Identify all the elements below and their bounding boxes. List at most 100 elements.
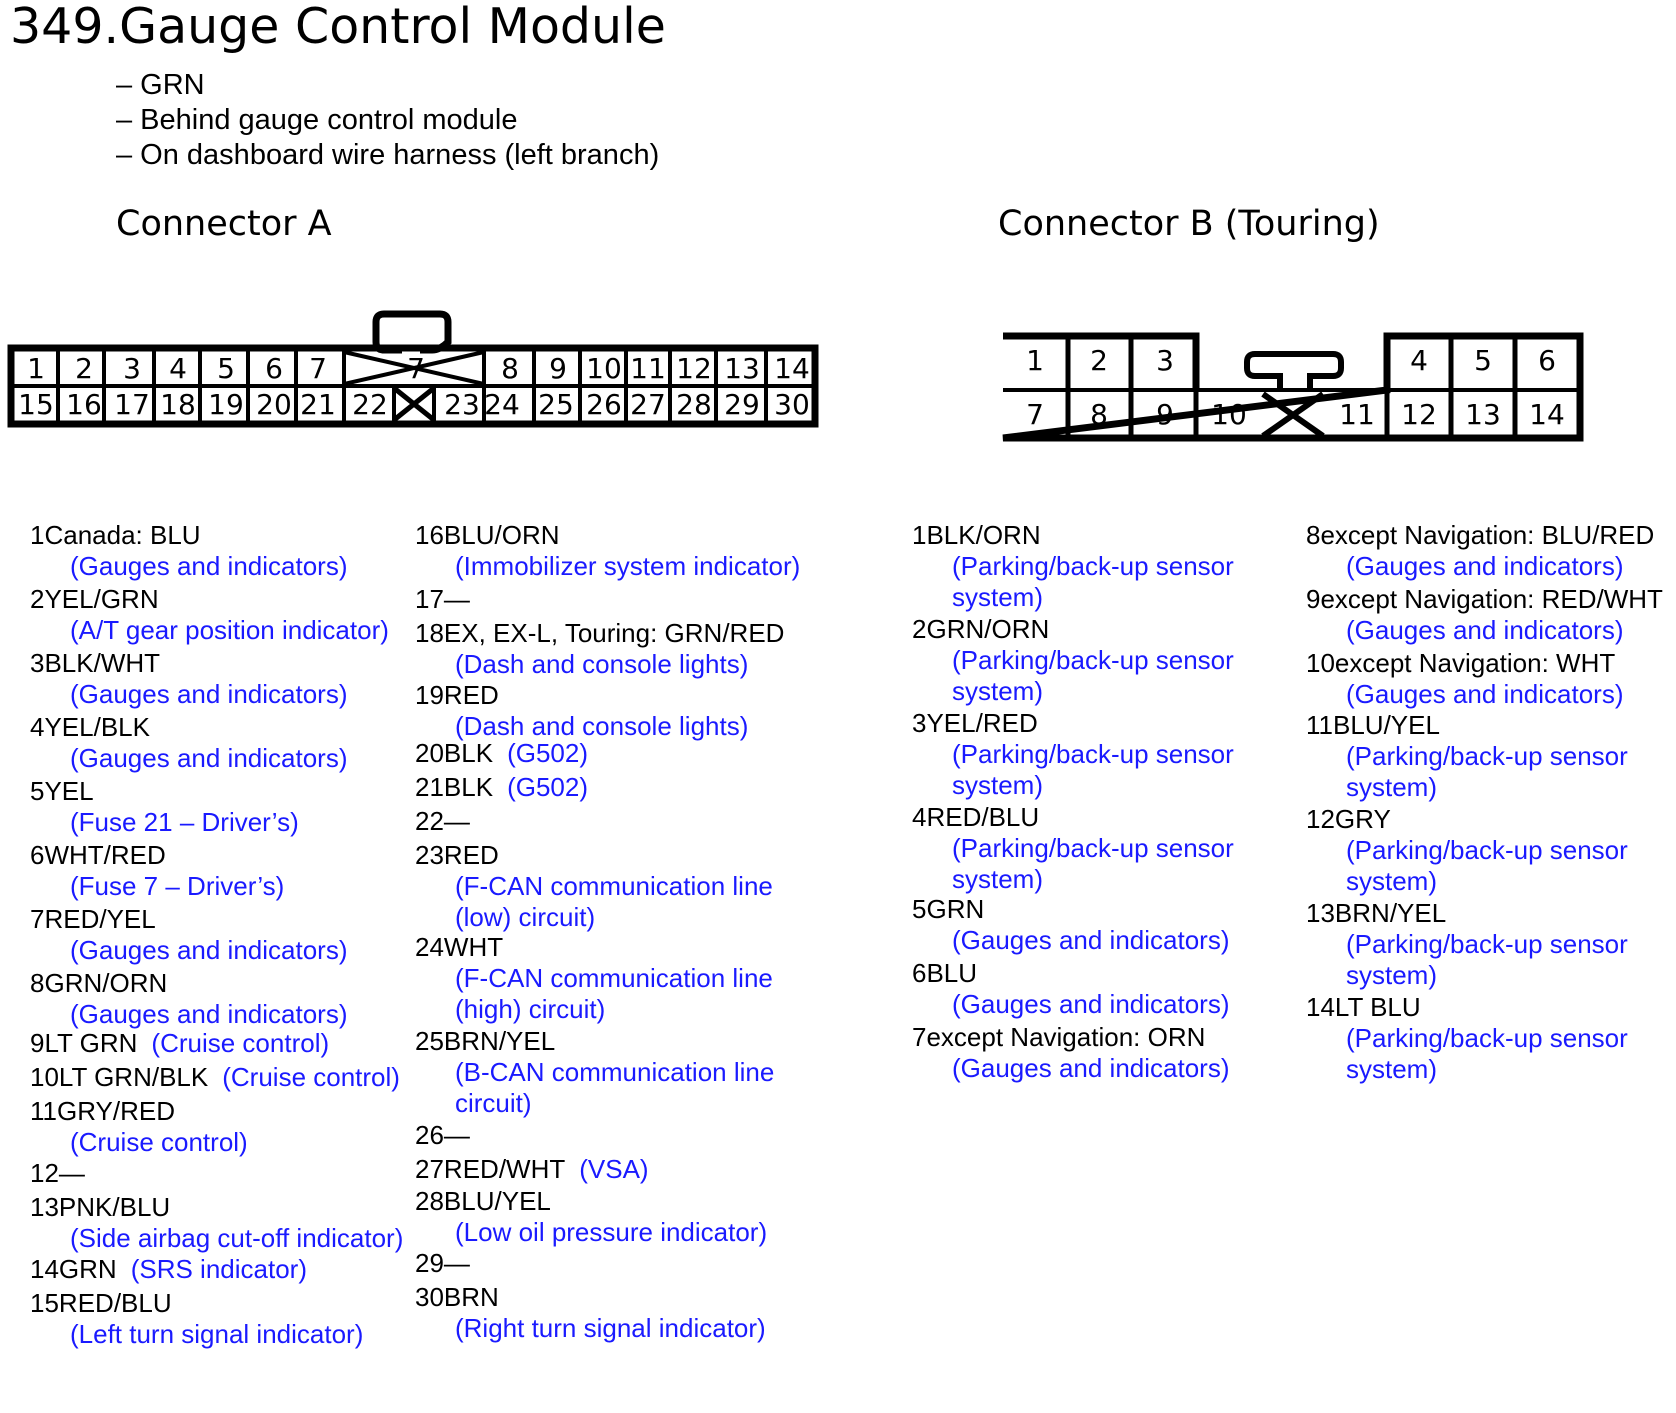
- circuit-description: (Left turn signal indicator): [70, 1319, 364, 1349]
- pin-number-a: 15: [18, 388, 54, 421]
- circuit-description: (Gauges and indicators): [70, 999, 348, 1029]
- pin-number-a: 7: [407, 352, 425, 385]
- pin-wire-line: 2GRN/ORN: [912, 614, 1332, 645]
- circuit-description: (VSA): [579, 1154, 649, 1184]
- wire-color: RED/YEL: [44, 904, 156, 934]
- pin-wire-line: 24WHT: [415, 932, 835, 963]
- wire-color: GRY: [1334, 804, 1391, 834]
- wire-color: Canada: BLU: [44, 520, 201, 550]
- pin-wire-line: 5GRN: [912, 894, 1332, 925]
- pin-number: 3: [912, 708, 927, 738]
- pin-number: 6: [30, 840, 45, 870]
- wire-color: except Navigation: RED/WHT: [1320, 584, 1663, 614]
- pin-wire-line: 20BLK(G502): [415, 738, 835, 769]
- pin-entry: 22—: [415, 806, 835, 837]
- wire-color: BRN/YEL: [443, 1026, 556, 1056]
- pin-entry: 14LT BLU(Parking/back-up sensor system): [1306, 992, 1676, 1085]
- circuit-description: (G502): [507, 772, 588, 802]
- wire-color: BLU: [926, 958, 978, 988]
- circuit-description: (G502): [507, 738, 588, 768]
- pin-wire-line: 28BLU/YEL: [415, 1186, 835, 1217]
- circuit-description: (Gauges and indicators): [1346, 551, 1624, 581]
- pin-entry: 10except Navigation: WHT(Gauges and indi…: [1306, 648, 1676, 710]
- pin-number-a: 12: [676, 352, 712, 385]
- circuit-description: (SRS indicator): [130, 1254, 307, 1284]
- circuit-description: (Gauges and indicators): [70, 743, 348, 773]
- pin-number-a: 13: [724, 352, 760, 385]
- pin-number: 4: [912, 802, 927, 832]
- circuit-description: (Gauges and indicators): [952, 925, 1230, 955]
- pin-wire-line: 22—: [415, 806, 835, 837]
- circuit-description: (Gauges and indicators): [952, 989, 1230, 1019]
- circuit-description: (Cruise control): [151, 1028, 330, 1058]
- wire-color: BLK: [443, 738, 494, 768]
- pin-entry: 30BRN(Right turn signal indicator): [415, 1282, 835, 1344]
- pin-wire-line: 17—: [415, 584, 835, 615]
- pin-number-a: 24: [484, 388, 520, 421]
- pin-number-a: 29: [724, 388, 760, 421]
- page-title: 349.Gauge Control Module: [10, 0, 666, 55]
- pin-number: 13: [30, 1192, 59, 1222]
- wire-color: RED: [443, 840, 499, 870]
- pin-entry: 24WHT(F-CAN communication line (high) ci…: [415, 932, 835, 1025]
- pin-entry: 14GRN(SRS indicator): [30, 1254, 450, 1285]
- circuit-description: (Gauges and indicators): [70, 935, 348, 965]
- pin-number: 22: [415, 806, 444, 836]
- circuit-description: (A/T gear position indicator): [70, 615, 389, 645]
- pin-number-a: 7: [309, 352, 327, 385]
- pin-wire-line: 13PNK/BLU: [30, 1192, 450, 1223]
- pin-wire-line: 12—: [30, 1158, 450, 1189]
- pin-number: 13: [1306, 898, 1335, 928]
- pin-entry: 12GRY(Parking/back-up sensor system): [1306, 804, 1676, 897]
- circuit-description: (Parking/back-up sensor system): [952, 833, 1234, 894]
- pin-number-a: 3: [123, 352, 141, 385]
- pin-number-a: 17: [114, 388, 150, 421]
- wire-color: BLU/YEL: [443, 1186, 551, 1216]
- wire-color: except Navigation: WHT: [1334, 648, 1616, 678]
- pin-number: 2: [30, 584, 45, 614]
- pin-entry: 2YEL/GRN(A/T gear position indicator): [30, 584, 450, 646]
- pin-entry: 12—: [30, 1158, 450, 1189]
- connector-b-title: Connector B (Touring): [998, 204, 1380, 244]
- pin-number: 4: [30, 712, 45, 742]
- circuit-description: (Gauges and indicators): [70, 679, 348, 709]
- pin-wire-line: 7RED/YEL: [30, 904, 450, 935]
- pin-entry: 1Canada: BLU(Gauges and indicators): [30, 520, 450, 582]
- pin-number-a: 30: [774, 388, 810, 421]
- pin-number: 17: [415, 584, 444, 614]
- pin-wire-line: 25BRN/YEL: [415, 1026, 835, 1057]
- wire-color: RED/BLU: [926, 802, 1040, 832]
- pin-number: 26: [415, 1120, 444, 1150]
- pin-entry: 25BRN/YEL(B-CAN communication line circu…: [415, 1026, 835, 1119]
- pin-entry: 27RED/WHT(VSA): [415, 1154, 835, 1185]
- pin-number: 8: [1306, 520, 1321, 550]
- pin-number: 12: [1306, 804, 1335, 834]
- pin-entry: 4RED/BLU(Parking/back-up sensor system): [912, 802, 1332, 895]
- pin-number: 29: [415, 1248, 444, 1278]
- circuit-description: (Fuse 21 – Driver’s): [70, 807, 299, 837]
- pin-entry: 13BRN/YEL(Parking/back-up sensor system): [1306, 898, 1676, 991]
- pin-wire-line: 8GRN/ORN: [30, 968, 450, 999]
- pin-wire-line: 8except Navigation: BLU/RED: [1306, 520, 1676, 551]
- pin-number: 3: [30, 648, 45, 678]
- wire-color: BLK/ORN: [926, 520, 1041, 550]
- pin-number-a: 22: [352, 388, 388, 421]
- wire-color: BLU/ORN: [443, 520, 560, 550]
- pin-entry: 15RED/BLU(Left turn signal indicator): [30, 1288, 450, 1350]
- pin-entry: 29—: [415, 1248, 835, 1279]
- pin-wire-line: 10LT GRN/BLK(Cruise control): [30, 1062, 450, 1093]
- wire-color: BRN: [443, 1282, 499, 1312]
- pin-number: 28: [415, 1186, 444, 1216]
- circuit-description: (Gauges and indicators): [1346, 679, 1624, 709]
- pin-number-a: 27: [630, 388, 666, 421]
- pin-wire-line: 18EX, EX-L, Touring: GRN/RED: [415, 618, 835, 649]
- circuit-description: (Parking/back-up sensor system): [1346, 1023, 1628, 1084]
- wire-color: WHT: [443, 932, 504, 962]
- pin-number: 14: [30, 1254, 59, 1284]
- pin-number: 9: [30, 1028, 45, 1058]
- pin-entry: 23RED(F-CAN communication line (low) cir…: [415, 840, 835, 933]
- note-line: – On dashboard wire harness (left branch…: [116, 139, 660, 171]
- connector-a-title: Connector A: [116, 204, 332, 244]
- pin-number-b: 8: [1090, 398, 1108, 431]
